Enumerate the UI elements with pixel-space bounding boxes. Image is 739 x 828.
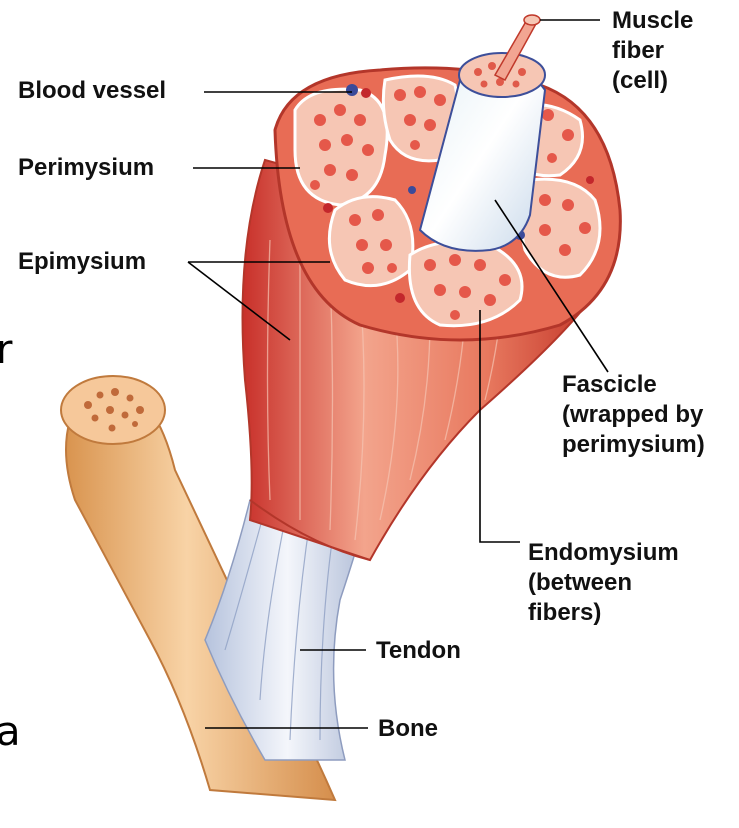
edge-glyph-upper: r bbox=[0, 330, 12, 370]
label-fascicle-line-2: (wrapped by bbox=[562, 400, 705, 430]
label-endomysium-line-2: (between bbox=[528, 568, 679, 598]
label-perimysium: Perimysium bbox=[18, 153, 154, 183]
label-fascicle: Fascicle (wrapped by perimysium) bbox=[562, 370, 705, 460]
label-endomysium-line-1: Endomysium bbox=[528, 538, 679, 568]
label-blood-vessel: Blood vessel bbox=[18, 76, 166, 106]
label-muscle-fiber-line-1: Muscle bbox=[612, 6, 693, 36]
label-bone: Bone bbox=[378, 714, 438, 744]
label-endomysium-line-3: fibers) bbox=[528, 598, 679, 628]
label-fascicle-line-1: Fascicle bbox=[562, 370, 705, 400]
edge-glyph-lower: a bbox=[0, 712, 21, 752]
label-muscle-fiber: Muscle fiber (cell) bbox=[612, 6, 693, 96]
label-fascicle-line-3: perimysium) bbox=[562, 430, 705, 460]
label-epimysium: Epimysium bbox=[18, 247, 146, 277]
label-muscle-fiber-line-2: fiber bbox=[612, 36, 693, 66]
label-tendon: Tendon bbox=[376, 636, 461, 666]
label-muscle-fiber-line-3: (cell) bbox=[612, 66, 693, 96]
label-endomysium: Endomysium (between fibers) bbox=[528, 538, 679, 628]
